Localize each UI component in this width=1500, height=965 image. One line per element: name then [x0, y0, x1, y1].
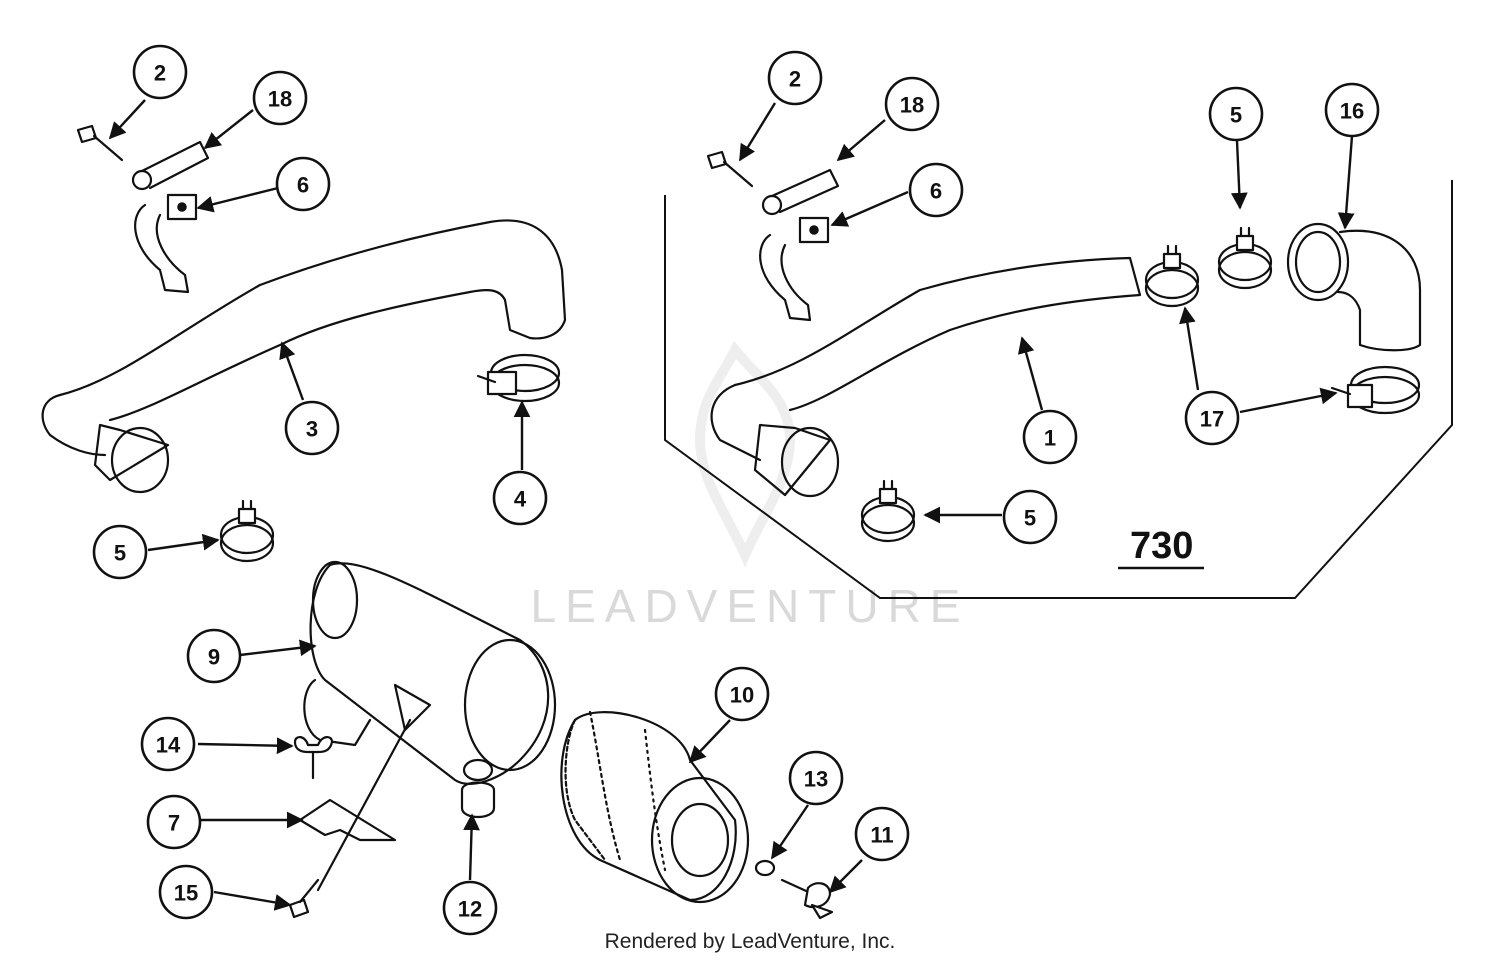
footer-credit: Rendered by LeadVenture, Inc.: [604, 930, 896, 953]
callout-number: 6: [297, 173, 309, 198]
callout-17: 17: [1184, 390, 1240, 446]
callout-5b: 5: [1208, 86, 1264, 142]
callout-number: 3: [306, 417, 318, 442]
washer-13: [754, 859, 776, 877]
callout-circle: [442, 880, 498, 936]
callout-12: 12: [442, 880, 498, 936]
bracket-6-left: [134, 193, 198, 294]
callout-number: 2: [154, 61, 166, 86]
callout-circle: [1208, 86, 1264, 142]
callout-14: 14: [140, 716, 196, 772]
callout-6b: 6: [908, 162, 964, 218]
callout-number: 9: [208, 645, 220, 670]
callout-13: 13: [788, 750, 844, 806]
callout-circle: [1022, 409, 1078, 465]
callout-circle: [767, 50, 823, 106]
callout-number: 4: [514, 487, 527, 512]
callout-circle: [492, 470, 548, 526]
callout-number: 5: [1024, 506, 1036, 531]
clamp-5-upper-right: [1217, 226, 1273, 290]
callout-circle: [788, 750, 844, 806]
callout-number: 2: [789, 67, 801, 92]
watermark-text: LEADVENTURE: [531, 580, 970, 632]
spacer-18-right: [761, 168, 840, 216]
callout-number: 12: [458, 897, 482, 922]
callout-18b: 18: [884, 76, 940, 132]
wing-nut-14: [293, 736, 334, 780]
callout-4: 4: [492, 470, 548, 526]
bolt-15: [288, 878, 320, 919]
callout-circle: [158, 864, 214, 920]
callout-number: 17: [1200, 407, 1224, 432]
bracket-7: [298, 718, 412, 892]
callout-5a: 5: [92, 524, 148, 580]
watermark-logo: [694, 340, 796, 568]
clamp-5-lower-right: [860, 479, 916, 543]
clamp-17-upper: [1144, 244, 1200, 308]
callout-16: 16: [1324, 82, 1380, 138]
callout-number: 6: [930, 179, 942, 204]
bracket-6-right: [759, 216, 830, 322]
callout-11: 11: [854, 806, 910, 862]
callout-1: 1: [1022, 409, 1078, 465]
callout-3: 3: [284, 400, 340, 456]
intake-hose-1: [710, 256, 1142, 498]
bolt-2-right: [706, 150, 754, 188]
elbow-hose-16: [1286, 222, 1422, 352]
leader-lines: [108, 99, 1355, 911]
callout-number: 11: [870, 823, 893, 848]
callout-circle: [186, 628, 242, 684]
spacer-18-left: [131, 140, 210, 191]
dust-cup-valve-12: [460, 758, 496, 819]
callout-7: 7: [146, 794, 202, 850]
callout-5c: 5: [1002, 489, 1058, 545]
callout-circle: [884, 76, 940, 132]
air-cleaner-body-9: [303, 560, 557, 785]
callout-10: 10: [714, 666, 770, 722]
callout-circle: [284, 400, 340, 456]
callout-number: 5: [1230, 103, 1242, 128]
clamp-17-lower: [1330, 365, 1421, 415]
callout-2b: 2: [767, 50, 823, 106]
clamp-5-left: [219, 499, 275, 563]
model-730-boundary: [664, 180, 1453, 599]
bolt-2-left: [76, 124, 124, 162]
callout-circle: [146, 794, 202, 850]
callout-18a: 18: [252, 70, 308, 126]
callout-number: 16: [1340, 99, 1364, 124]
callout-15: 15: [158, 864, 214, 920]
callout-6a: 6: [275, 156, 331, 212]
callout-number: 13: [804, 767, 828, 792]
callout-number: 15: [174, 881, 198, 906]
callout-number: 10: [730, 683, 754, 708]
callout-circle: [1324, 82, 1380, 138]
callout-circle: [132, 44, 188, 100]
callout-circle: [92, 524, 148, 580]
callout-circle: [275, 156, 331, 212]
callout-circle: [908, 162, 964, 218]
callout-number: 14: [156, 733, 181, 758]
callout-9: 9: [186, 628, 242, 684]
callout-number: 18: [900, 93, 924, 118]
callout-2a: 2: [132, 44, 188, 100]
callout-number: 7: [168, 811, 180, 836]
callout-circle: [1184, 390, 1240, 446]
clamp-4: [476, 353, 561, 403]
callout-circle: [854, 806, 910, 862]
callout-number: 18: [268, 87, 292, 112]
callout-number: 1: [1044, 426, 1056, 451]
callout-number: 5: [114, 541, 126, 566]
model-label: 730: [1130, 525, 1193, 567]
callout-circle: [714, 666, 770, 722]
filter-element-10: [560, 710, 750, 904]
callout-circle: [252, 70, 308, 126]
callout-circle: [140, 716, 196, 772]
callout-circle: [1002, 489, 1058, 545]
wing-bolt-11: [780, 878, 834, 920]
